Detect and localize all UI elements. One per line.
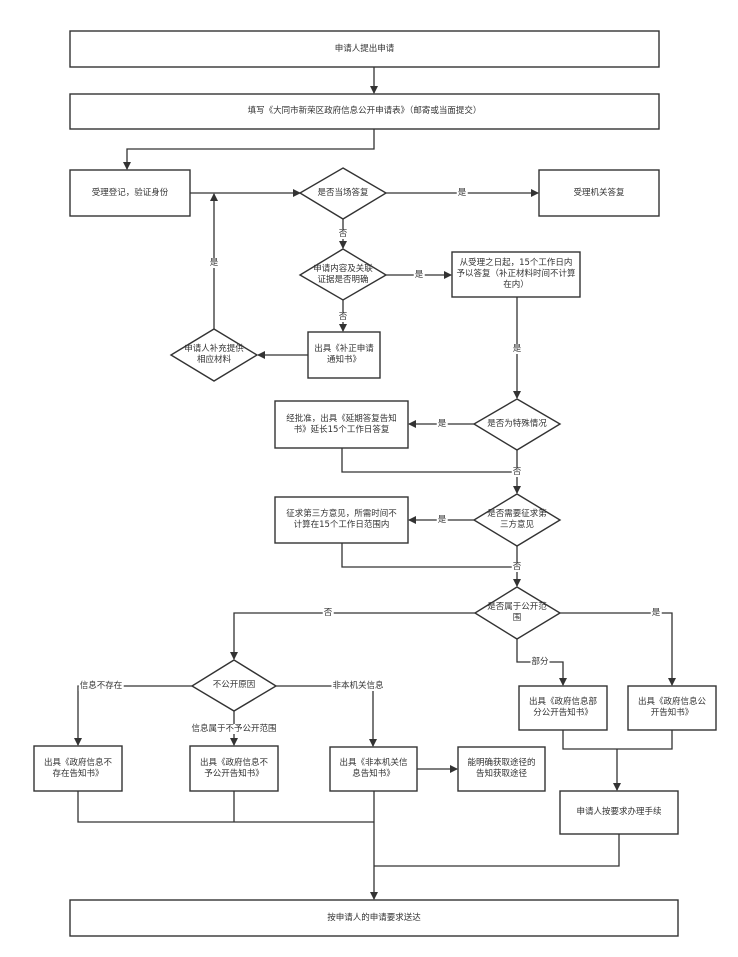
node-procedures-box [559, 790, 679, 835]
node-public-box [627, 685, 717, 731]
label-supplement: 申请人补充提供相应材料 [184, 344, 244, 365]
label-content-clear: 申请内容及关联证据是否明确 [313, 263, 373, 285]
edge-label-scope-partial: 部分 [530, 657, 550, 667]
node-not-exist-box [33, 745, 123, 792]
label-non-agency: 出具《非本机关信息告知书》 [339, 758, 408, 779]
edge-label-scope-yes: 是 [650, 608, 662, 618]
label-not-disclose: 出具《政府信息不予公开告知书》 [199, 757, 268, 779]
node-partial-box [518, 685, 608, 731]
node-deliver-box [69, 899, 679, 937]
edge-label-info-not-exist: 信息不存在 [78, 681, 124, 691]
label-public: 出具《政府信息公开告知书》 [637, 697, 706, 718]
node-extension-box [274, 400, 409, 449]
edge-label-special-yes: 是 [436, 419, 448, 429]
edge-label-scope-no: 否 [322, 608, 334, 618]
node-third-party-diamond [472, 493, 562, 547]
edge-label-third-no: 否 [511, 562, 523, 572]
edge-label-clear-yes: 是 [413, 270, 425, 280]
label-reason: 不公开原因 [212, 680, 256, 690]
label-correction: 出具《补正申请通知书》 [314, 344, 374, 365]
label-not-exist: 出具《政府信息不存在告知书》 [43, 757, 112, 779]
node-non-agency-box [329, 746, 418, 792]
edge-form-to-register [123, 129, 375, 170]
node-supplement-diamond [169, 328, 259, 382]
edge-scope-yes-to-public [560, 612, 676, 686]
edge-third-merge [341, 543, 517, 568]
node-register-box [69, 169, 191, 217]
node-reply-15-box [451, 251, 581, 298]
node-agency-reply-box [538, 169, 660, 217]
node-correction-box [307, 331, 381, 379]
edge-reason-nonagency [276, 685, 377, 747]
edge-label-onspot-yes: 是 [456, 188, 468, 198]
label-special-case: 是否为特殊情况 [487, 419, 547, 429]
label-reply-15: 从受理之日起，15个工作日内予以答复（补正材料时间不计算在内） [456, 258, 576, 290]
edge-procedures-merge [374, 834, 620, 867]
label-procedures: 申请人按要求办理手续 [576, 807, 662, 817]
node-not-disclose-box [189, 745, 279, 792]
edge-label-third-yes: 是 [436, 515, 448, 525]
node-scope-diamond [473, 586, 562, 640]
edge-reason-notexist [74, 685, 192, 746]
edge-label-clear-no: 否 [337, 312, 349, 322]
node-special-case-diamond [472, 398, 562, 451]
edge-label-non-agency: 非本机关信息 [331, 681, 385, 691]
label-on-spot: 是否当场答复 [317, 188, 369, 198]
nodes [33, 30, 717, 937]
edge-extension-merge [341, 448, 517, 473]
label-third-party: 征求第三方意见，所需时间不计算在15个工作日范围内 [286, 509, 397, 530]
edge-scope-no-to-reason [230, 612, 475, 660]
label-extension: 经批准，出具《延期答复告知书》延长15个工作日答复 [286, 413, 397, 435]
label-deliver: 按申请人的申请要求送达 [327, 912, 421, 923]
label-agency-reply: 受理机关答复 [573, 187, 625, 198]
edge-label-onspot-no: 否 [337, 229, 349, 239]
edge-label-not-disclosable: 信息属于不予公开范围 [190, 724, 278, 734]
node-on-spot-diamond [298, 167, 388, 220]
node-reason-diamond [190, 659, 278, 712]
label-partial: 出具《政府信息部分公开告知书》 [528, 697, 597, 718]
label-start: 申请人提出申请 [334, 43, 395, 54]
edge-label-supplement-yes: 是 [208, 258, 220, 268]
node-content-clear-diamond [298, 248, 388, 301]
edge-label-15-yes: 是 [511, 344, 523, 354]
edge-left-merge [77, 791, 375, 823]
edge-label-special-no: 否 [511, 467, 523, 477]
node-third-party-box [274, 496, 409, 544]
label-channel: 能明确获取途径的告知获取途径 [467, 758, 536, 779]
label-fill-form: 填写《大同市新荣区政府信息公开申请表》（邮寄或当面提交） [247, 106, 482, 116]
edge-partial-public-merge [562, 730, 673, 750]
node-channel-box [457, 746, 546, 792]
node-start-box [69, 30, 660, 68]
node-fill-form-box [69, 93, 660, 130]
label-third-party-q: 是否需要征求第三方意见 [487, 509, 547, 530]
label-scope: 是否属于公开范围 [487, 602, 547, 623]
label-register: 受理登记，验证身份 [91, 187, 169, 198]
